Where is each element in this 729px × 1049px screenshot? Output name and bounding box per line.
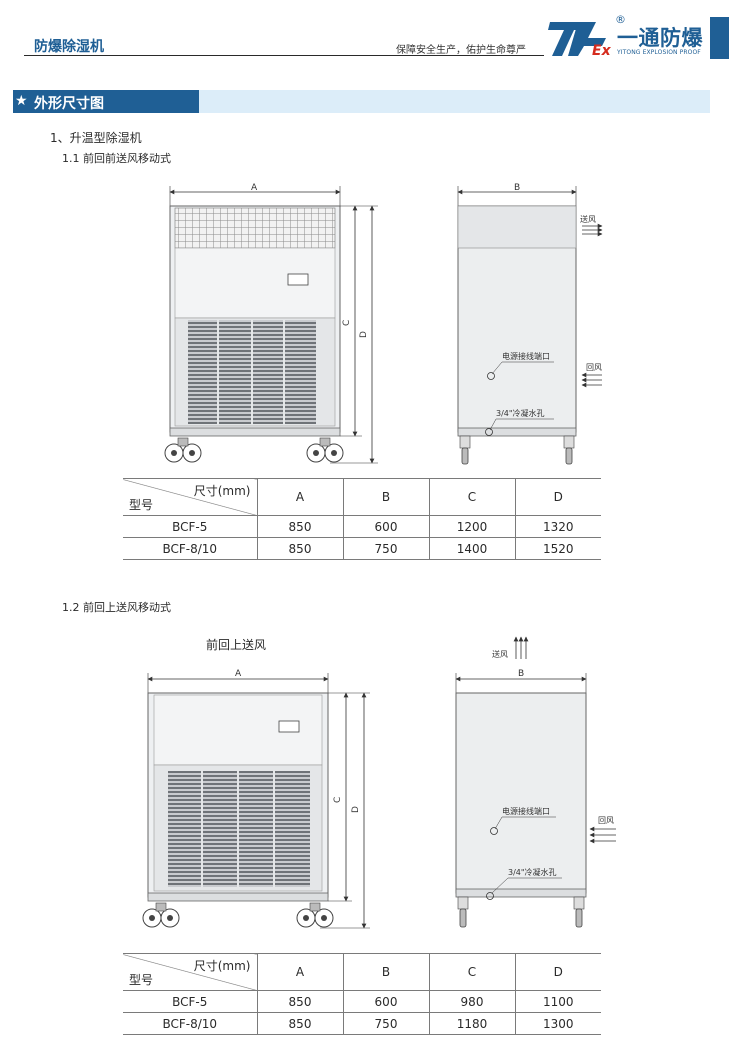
company-logo-name: 一通防爆 [617, 26, 703, 50]
control-panel [287, 273, 309, 286]
table2-header-c: C [428, 953, 516, 991]
table1-cell: 850 [256, 537, 344, 560]
page-edge-tab [710, 17, 729, 59]
table-row: BCF-5 850 600 1200 1320 [123, 515, 601, 538]
table2-model-cell: BCF-8/10 [123, 1012, 258, 1035]
table1-cell: 1200 [428, 515, 516, 538]
table2-header-d: D [514, 953, 601, 991]
table2-cell: 850 [256, 1012, 344, 1035]
table2-cell: 980 [428, 990, 516, 1013]
header-divider [24, 55, 544, 56]
registered-mark: ® [615, 13, 626, 26]
logo-ex-text: Ex [592, 43, 612, 58]
company-logo-english: YITONG EXPLOSION PROOF [617, 49, 701, 56]
table2-cell: 1300 [514, 1012, 601, 1035]
front-view: A C D [164, 183, 378, 464]
table2-cell: 1100 [514, 990, 601, 1013]
drain-hole-label: 3/4"冷凝水孔 [508, 867, 557, 877]
catalog-category-title: 防爆除湿机 [34, 39, 104, 55]
power-port-label: 电源接线端口 [502, 806, 550, 816]
star-icon: ★ [15, 93, 28, 109]
table2-corner-model: 型号 [129, 973, 154, 987]
table2-header-b: B [342, 953, 430, 991]
drain-hole-marker [485, 428, 493, 436]
drain-hole-marker [486, 892, 494, 900]
table1-cell: 1320 [514, 515, 601, 538]
table2-cell: 850 [256, 990, 344, 1013]
table1-cell: 750 [342, 537, 430, 560]
table-row: BCF-5 850 600 980 1100 [123, 990, 601, 1013]
dim-a-label: A [251, 183, 258, 193]
subheading-top-supply: 1.2 前回上送风移动式 [62, 601, 171, 614]
dim-c-label: C [342, 320, 352, 326]
company-logo-mark: Ex [548, 22, 612, 58]
power-port-label: 电源接线端口 [502, 351, 550, 361]
side-view: B 送风 回风 电源接线端口 3/4"冷凝水孔 [457, 183, 603, 465]
subheading-front-supply: 1.1 前回前送风移动式 [62, 152, 171, 165]
drawing-top-supply: A C D 送风 [142, 636, 616, 929]
table2-cell: 600 [342, 990, 430, 1013]
table-row: BCF-8/10 850 750 1400 1520 [123, 537, 601, 560]
supply-air-label: 送风 [580, 214, 596, 224]
section-band-title-bg [13, 90, 199, 113]
return-air-label: 回风 [598, 816, 614, 825]
table1-cell: 1400 [428, 537, 516, 560]
caster-right [296, 902, 334, 928]
supply-air-label: 送风 [492, 649, 508, 659]
table1-header-c: C [428, 478, 516, 516]
dim-d-label: D [351, 806, 361, 813]
table2-cell: 750 [342, 1012, 430, 1035]
table2-cell: 1180 [428, 1012, 516, 1035]
drain-hole-label: 3/4"冷凝水孔 [496, 408, 545, 418]
table1-corner-cell: 尺寸(mm) 型号 [123, 478, 258, 516]
dim-b-label: B [518, 669, 524, 679]
table2-header-a: A [256, 953, 344, 991]
caster-side-right [573, 896, 585, 928]
dim-c-label: C [333, 797, 343, 803]
table1-header-b: B [342, 478, 430, 516]
table2-model-cell: BCF-5 [123, 990, 258, 1013]
drawing-front-supply: A C D [164, 183, 603, 465]
dim-d-label: D [359, 331, 369, 338]
caster-left [142, 902, 180, 928]
dimension-table-1: 尺寸(mm) 型号 A B C D BCF-5 850 600 1200 132… [123, 478, 601, 560]
dim-a-label: A [235, 669, 242, 679]
return-air-label: 回风 [586, 363, 602, 372]
dim-b-label: B [514, 183, 520, 193]
caster-side-left [459, 435, 471, 465]
caster-side-right [563, 435, 575, 465]
table1-model-cell: BCF-5 [123, 515, 258, 538]
caster-left [164, 437, 202, 463]
table1-cell: 850 [256, 515, 344, 538]
drawing2-caption: 前回上送风 [206, 638, 267, 652]
table-row: BCF-8/10 850 750 1180 1300 [123, 1012, 601, 1035]
power-port-marker [487, 372, 495, 380]
table1-corner-dimension: 尺寸(mm) [193, 484, 251, 498]
heading-dehumidifier-type: 1、升温型除湿机 [50, 131, 142, 145]
control-panel [278, 720, 300, 733]
table2-corner-dimension: 尺寸(mm) [193, 959, 251, 973]
power-port-marker [490, 827, 498, 835]
table1-corner-model: 型号 [129, 498, 154, 512]
dimension-table-2: 尺寸(mm) 型号 A B C D BCF-5 850 600 980 1100… [123, 953, 601, 1035]
side-view: 送风 B 回风 电源接线端口 3/4"冷凝水孔 [455, 636, 616, 928]
table1-cell: 1520 [514, 537, 601, 560]
table1-header-a: A [256, 478, 344, 516]
caster-side-left [457, 896, 469, 928]
caster-right [306, 437, 344, 463]
company-slogan: 保障安全生产，佑护生命尊严 [396, 45, 526, 56]
table2-corner-cell: 尺寸(mm) 型号 [123, 953, 258, 991]
front-view: A C D [142, 669, 370, 929]
section-title: 外形尺寸图 [34, 96, 104, 112]
table1-cell: 600 [342, 515, 430, 538]
table1-model-cell: BCF-8/10 [123, 537, 258, 560]
table1-header-d: D [514, 478, 601, 516]
